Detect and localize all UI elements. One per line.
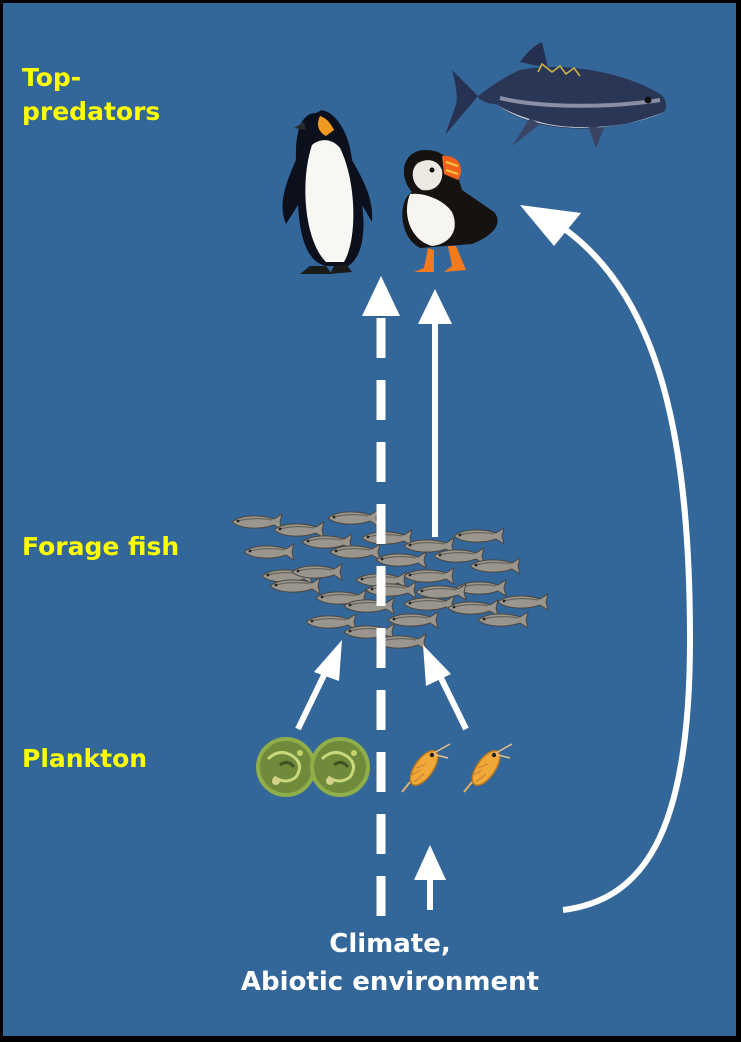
forage-fish-label: Forage fish: [22, 530, 179, 564]
puffin-icon: [402, 150, 497, 272]
top-predators-label: Top- predators: [22, 61, 160, 129]
climate-caption-line2: Abiotic environment: [215, 963, 565, 1001]
climate-caption-line1: Climate,: [215, 925, 565, 963]
curved-arrow-climate-to-predators: [520, 205, 690, 910]
arrow-climate-to-plankton: [414, 845, 446, 910]
top-predators-label-line2: predators: [22, 95, 160, 129]
phytoplankton-icon: [258, 739, 368, 795]
tuna-icon: [446, 42, 666, 148]
penguin-icon: [283, 110, 373, 274]
fish-school-icon: [232, 510, 548, 650]
top-predators-label-line1: Top-: [22, 61, 160, 95]
arrow-zoo-to-forage: [423, 645, 466, 729]
climate-caption: Climate, Abiotic environment: [215, 925, 565, 1001]
plankton-label: Plankton: [22, 742, 147, 776]
arrow-phyto-to-forage: [298, 640, 342, 729]
arrow-forage-to-predators: [418, 289, 452, 537]
zooplankton-icon: [402, 744, 512, 792]
